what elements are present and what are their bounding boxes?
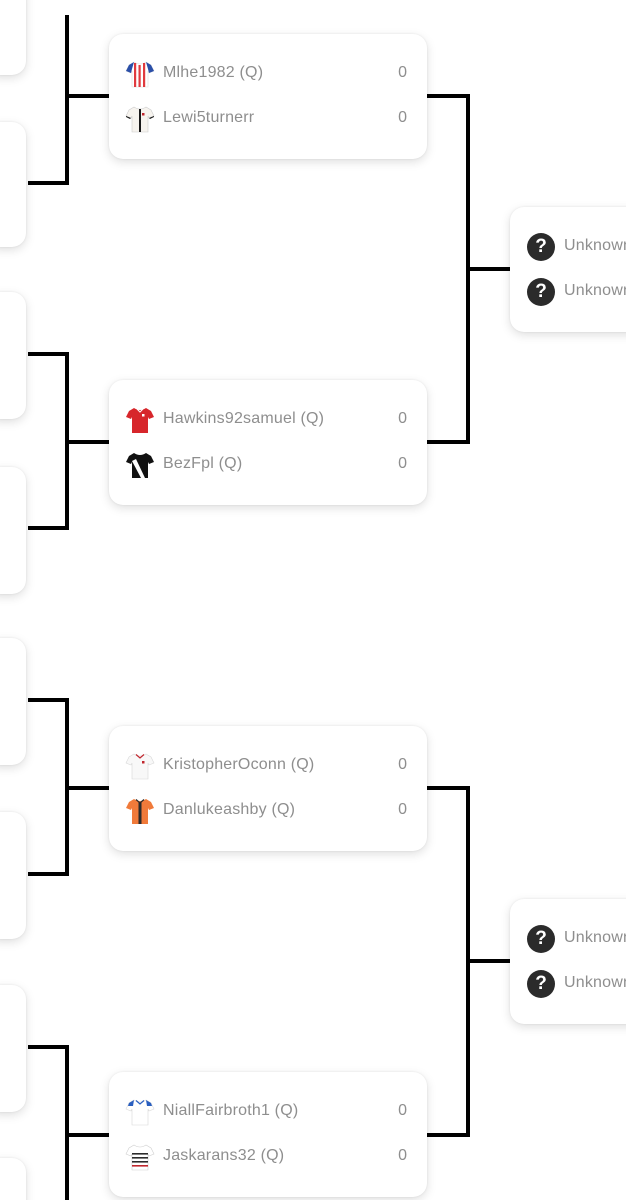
match-card[interactable]: NiallFairbroth1 (Q) 0 Jaskarans32 (Q) 0 — [109, 1072, 427, 1197]
bracket-connector — [28, 181, 69, 185]
player-name: NiallFairbroth1 (Q) — [163, 1102, 299, 1119]
bracket-connector — [28, 1045, 69, 1049]
player-name: Unknown — [564, 929, 633, 946]
next-round-player-row[interactable]: ? Unknown — [510, 966, 639, 1002]
bracket-connector — [427, 1133, 470, 1137]
previous-round-card[interactable] — [0, 985, 26, 1112]
bracket-connector — [466, 267, 510, 271]
team-shirt-icon — [125, 106, 155, 133]
bracket-connector — [65, 15, 69, 185]
player-score: 0 — [398, 410, 407, 427]
match-player-row[interactable]: BezFpl (Q) 0 — [109, 447, 427, 483]
team-shirt-icon — [125, 61, 155, 88]
player-name: Jaskarans32 (Q) — [163, 1147, 285, 1164]
match-player-row[interactable]: Jaskarans32 (Q) 0 — [109, 1139, 427, 1175]
player-score: 0 — [398, 756, 407, 773]
player-score: 0 — [398, 1102, 407, 1119]
match-player-row[interactable]: Danlukeashby (Q) 0 — [109, 793, 427, 829]
player-score: 0 — [398, 801, 407, 818]
bracket-connector — [65, 1133, 109, 1137]
player-name: Mlhe1982 (Q) — [163, 64, 264, 81]
viewport-edge — [626, 0, 639, 1200]
bracket-connector — [427, 94, 470, 98]
bracket-connector — [427, 440, 470, 444]
team-shirt-icon — [125, 1144, 155, 1171]
next-round-player-row[interactable]: ? Unknown — [510, 921, 639, 957]
unknown-player-icon: ? — [527, 925, 555, 953]
next-round-player-row[interactable]: ? Unknown — [510, 229, 639, 265]
player-name: BezFpl (Q) — [163, 455, 243, 472]
previous-round-card[interactable] — [0, 1158, 26, 1200]
previous-round-card[interactable] — [0, 812, 26, 939]
match-card[interactable]: Mlhe1982 (Q) 0 Lewi5turnerr 0 — [109, 34, 427, 159]
match-player-row[interactable]: Hawkins92samuel (Q) 0 — [109, 402, 427, 438]
unknown-player-icon: ? — [527, 233, 555, 261]
previous-round-card[interactable] — [0, 292, 26, 419]
bracket-connector — [65, 786, 109, 790]
bracket-connector — [28, 352, 69, 356]
next-round-card[interactable]: ? Unknown ? Unknown — [510, 207, 639, 332]
match-card[interactable]: KristopherOconn (Q) 0 Danlukeashby (Q) 0 — [109, 726, 427, 851]
bracket-connector — [65, 1045, 69, 1200]
next-round-card[interactable]: ? Unknown ? Unknown — [510, 899, 639, 1024]
player-name: Unknown — [564, 237, 633, 254]
previous-round-card[interactable] — [0, 0, 26, 75]
match-player-row[interactable]: KristopherOconn (Q) 0 — [109, 748, 427, 784]
match-player-row[interactable]: Lewi5turnerr 0 — [109, 101, 427, 137]
match-player-row[interactable]: NiallFairbroth1 (Q) 0 — [109, 1094, 427, 1130]
unknown-player-icon: ? — [527, 278, 555, 306]
bracket-connector — [466, 959, 510, 963]
bracket-connector — [28, 526, 69, 530]
player-score: 0 — [398, 455, 407, 472]
team-shirt-icon — [125, 753, 155, 780]
previous-round-card[interactable] — [0, 122, 26, 247]
bracket-connector — [65, 440, 109, 444]
next-round-player-row[interactable]: ? Unknown — [510, 274, 639, 310]
player-name: Danlukeashby (Q) — [163, 801, 296, 818]
player-score: 0 — [398, 109, 407, 126]
previous-round-card[interactable] — [0, 638, 26, 765]
team-shirt-icon — [126, 453, 154, 478]
match-card[interactable]: Hawkins92samuel (Q) 0 BezFpl (Q) 0 — [109, 380, 427, 505]
bracket-connector — [28, 698, 69, 702]
bracket-connector — [28, 872, 69, 876]
previous-round-card[interactable] — [0, 467, 26, 594]
player-name: Hawkins92samuel (Q) — [163, 410, 325, 427]
player-name: KristopherOconn (Q) — [163, 756, 315, 773]
bracket-connector — [427, 786, 470, 790]
player-score: 0 — [398, 1147, 407, 1164]
bracket-connector — [65, 94, 109, 98]
player-score: 0 — [398, 64, 407, 81]
player-name: Lewi5turnerr — [163, 109, 255, 126]
player-name: Unknown — [564, 282, 633, 299]
team-shirt-icon — [126, 408, 154, 433]
team-shirt-icon — [125, 1099, 155, 1126]
unknown-player-icon: ? — [527, 970, 555, 998]
player-name: Unknown — [564, 974, 633, 991]
match-player-row[interactable]: Mlhe1982 (Q) 0 — [109, 56, 427, 92]
team-shirt-icon — [126, 799, 154, 824]
